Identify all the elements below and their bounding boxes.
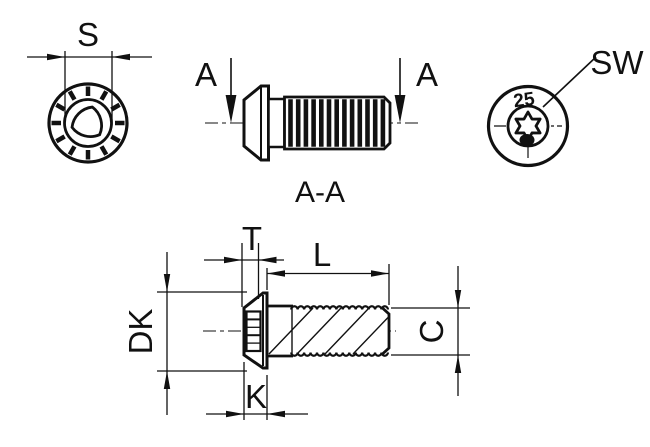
generated-line <box>55 102 66 112</box>
arrowhead <box>454 290 462 308</box>
dim-label-c: C <box>413 320 450 344</box>
dim-label-t: T <box>242 220 262 257</box>
section-arrow <box>225 95 237 123</box>
section-label-a-left: A <box>195 56 217 93</box>
dimension-s: S <box>27 16 152 125</box>
dimension-l: L <box>266 236 390 305</box>
generated-line <box>99 145 109 156</box>
arrowhead <box>267 410 285 418</box>
cutting-plane-left: A <box>195 56 237 123</box>
dimensioned-section-view: T L DK K <box>122 220 470 420</box>
arrowhead <box>163 371 171 389</box>
arrowhead <box>47 53 65 61</box>
socket-recess-section <box>245 310 262 353</box>
hatch-line <box>324 307 370 355</box>
dimension-c: C <box>391 266 470 396</box>
trilobular-core-outline <box>70 105 103 138</box>
hatch-line <box>268 307 314 355</box>
generated-line <box>67 145 77 156</box>
end-view-serrated-flange: S <box>27 16 152 164</box>
flange-outer-circle <box>47 82 129 164</box>
thread-end-chamfer <box>381 306 391 356</box>
callout-label-sw: SW <box>590 44 644 81</box>
cutting-plane-right: A <box>394 56 438 123</box>
socket-recess-outline <box>245 310 262 353</box>
thread-crests-bottom <box>290 352 390 357</box>
section-view-a-a: A A A-A <box>195 56 438 209</box>
generated-line <box>99 90 109 101</box>
shank-fill <box>267 306 389 356</box>
arrowhead <box>226 410 244 418</box>
dimension-dk: DK <box>122 252 247 415</box>
arrowhead <box>258 256 277 264</box>
generated-line <box>110 102 121 112</box>
end-view-torx-drive: 25 SW <box>486 44 644 168</box>
arrowhead <box>112 53 130 61</box>
section-hatching <box>268 307 389 355</box>
generated-line <box>67 90 77 101</box>
arrowhead <box>224 256 242 264</box>
torx-size-stamp: 25 <box>512 89 536 113</box>
dimension-k: K <box>206 362 308 420</box>
arrowhead <box>267 270 285 277</box>
arrowhead <box>371 270 389 277</box>
dim-label-s: S <box>77 16 99 53</box>
dim-label-dk: DK <box>122 309 159 355</box>
section-label-a-right: A <box>416 56 438 93</box>
thread-crest-lines <box>288 99 386 147</box>
dim-label-l: L <box>313 236 331 273</box>
arrowhead <box>454 355 462 373</box>
hatch-line <box>352 317 389 355</box>
flange-serration-ticks <box>51 86 125 160</box>
button-head-profile <box>242 84 270 162</box>
neck-profile <box>267 97 286 149</box>
hatch-line <box>296 307 342 355</box>
section-arrow <box>394 95 406 123</box>
head-outer-circle <box>486 84 570 168</box>
thread-crests-top <box>290 305 390 310</box>
leader-line <box>542 56 597 108</box>
stamp-mark <box>519 134 535 146</box>
dimension-t: T <box>204 220 284 307</box>
arrowhead <box>163 274 171 292</box>
generated-line <box>110 134 121 144</box>
dim-label-k: K <box>245 378 267 415</box>
section-caption: A-A <box>295 176 345 209</box>
generated-line <box>55 134 66 144</box>
